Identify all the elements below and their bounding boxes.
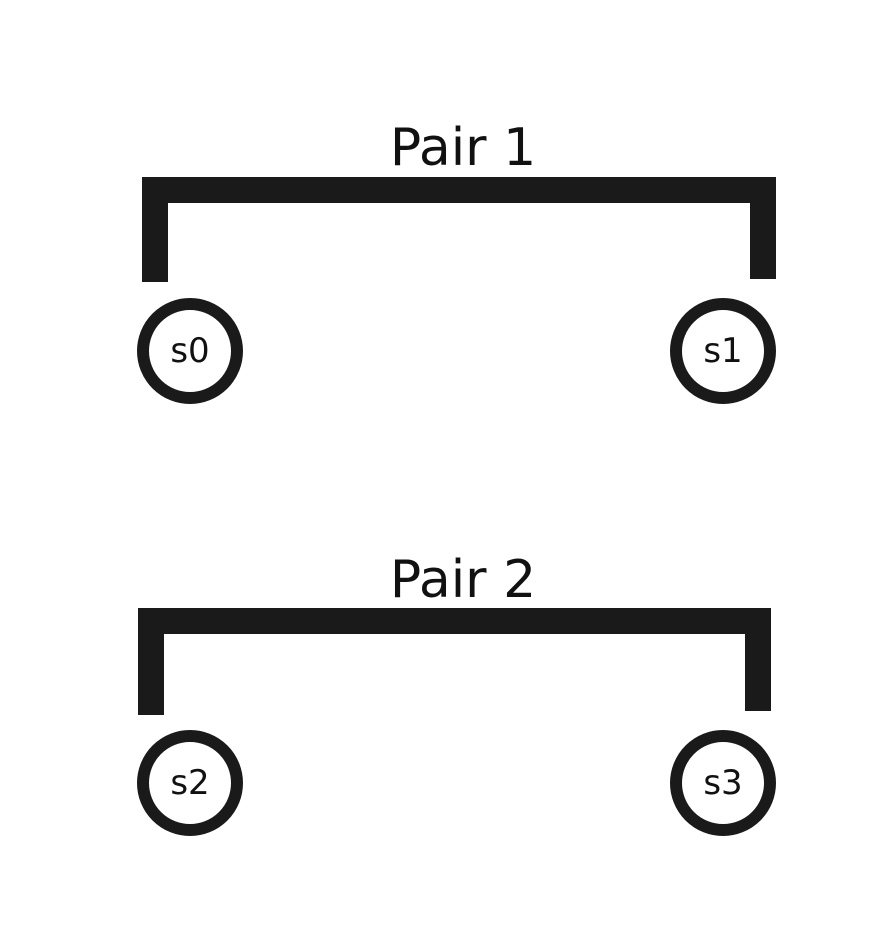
node-s1: s1 bbox=[670, 298, 776, 404]
node-s3-label: s3 bbox=[703, 763, 742, 803]
node-s3: s3 bbox=[670, 730, 776, 836]
node-s0-circle bbox=[137, 298, 243, 404]
node-s1-circle bbox=[670, 298, 776, 404]
pair-2-bracket bbox=[138, 608, 771, 715]
node-s1-label: s1 bbox=[703, 331, 742, 371]
node-s2-circle bbox=[137, 730, 243, 836]
pair-2-label: Pair 2 bbox=[390, 550, 536, 610]
node-s2-label: s2 bbox=[170, 763, 209, 803]
pair-group-1: Pair 1 s0 s1 bbox=[137, 118, 776, 404]
node-s0-label: s0 bbox=[170, 331, 209, 371]
node-s2: s2 bbox=[137, 730, 243, 836]
pair-1-bracket bbox=[142, 177, 776, 282]
pair-1-label: Pair 1 bbox=[390, 118, 536, 178]
pair-group-2: Pair 2 s2 s3 bbox=[137, 550, 776, 836]
node-s0: s0 bbox=[137, 298, 243, 404]
node-s3-circle bbox=[670, 730, 776, 836]
